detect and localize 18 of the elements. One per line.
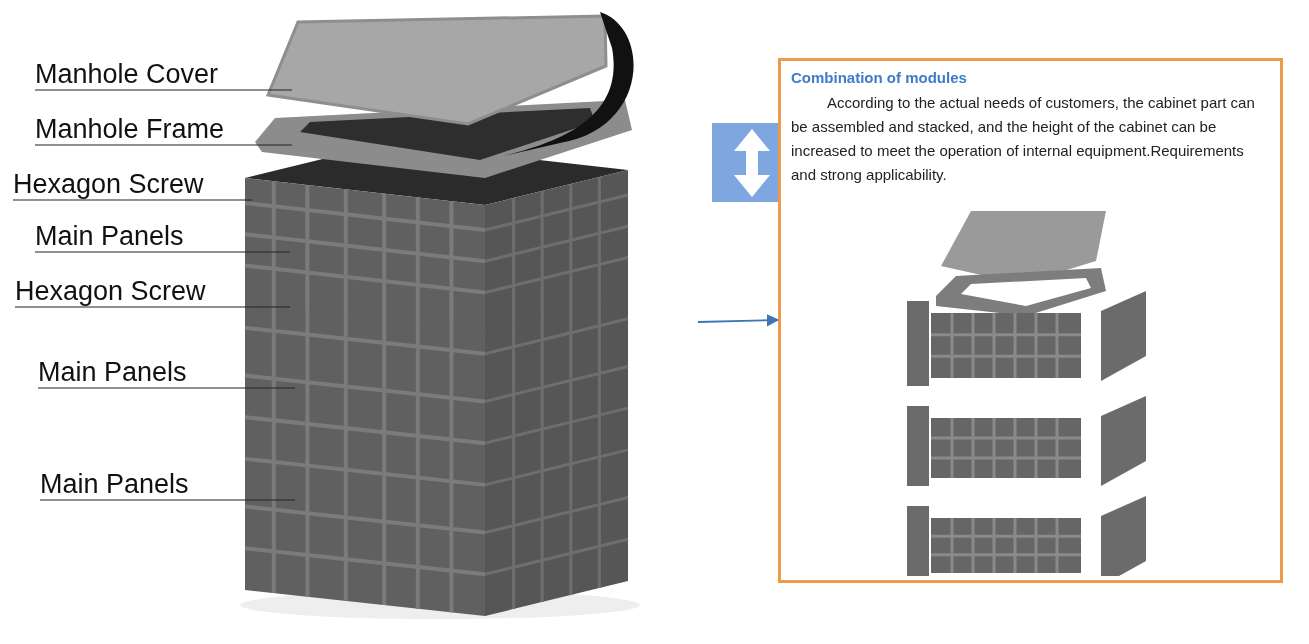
leader-line bbox=[34, 251, 291, 253]
leader-line bbox=[14, 306, 291, 308]
part-label: Manhole Frame bbox=[35, 113, 225, 145]
info-panel bbox=[778, 58, 1283, 583]
leader-line bbox=[34, 89, 293, 91]
description-text: According to the actual needs of customers, the cabinet part can be assembled and stacked, and the height of the cabinet can be increased to meet the operation of internal equipment.Requirements and strong applicability. bbox=[791, 93, 1256, 185]
leader-line bbox=[34, 144, 293, 146]
part-label: Main Panels bbox=[40, 468, 189, 500]
arrow bbox=[697, 314, 780, 327]
leader-line bbox=[39, 499, 296, 501]
part-label: Hexagon Screw bbox=[15, 275, 206, 307]
part-label: Main Panels bbox=[35, 220, 184, 252]
part-label: Hexagon Screw bbox=[13, 168, 204, 200]
leader-line bbox=[12, 199, 253, 201]
part-label: Manhole Cover bbox=[35, 58, 219, 90]
leader-line bbox=[37, 387, 296, 389]
panel-heading: Combination of modules bbox=[791, 69, 967, 86]
part-label: Main Panels bbox=[38, 356, 187, 388]
